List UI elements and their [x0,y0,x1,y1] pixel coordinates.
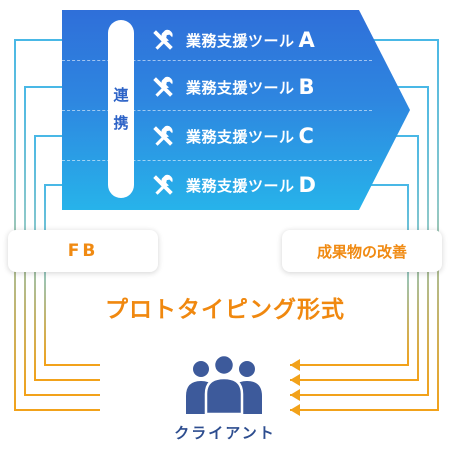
client-label: クライアント [174,424,276,442]
integration-char: 連 [113,86,129,104]
tools-icon [153,125,173,146]
row-divider [62,110,372,111]
feedback-box: FB [8,230,158,272]
integration-label: 連 携 [108,20,134,198]
people-group-icon [186,353,262,414]
tool-letter: B [298,75,315,99]
arrowhead-icon [290,389,300,401]
tool-letter: C [298,124,314,148]
row-divider [62,60,372,61]
tool-row-b: 業務支援ツール B [150,71,315,103]
improvement-box: 成果物の改善 [282,230,442,272]
tool-label: 業務支援ツール [186,127,295,146]
tool-row-d: 業務支援ツール D [150,169,316,201]
tool-row-c: 業務支援ツール C [150,120,314,152]
feedback-line-d [44,184,100,366]
arrowhead-icon [290,374,300,386]
client-arrowheads [290,359,300,416]
tool-label: 業務支援ツール [186,31,295,50]
improvement-line-d [290,184,409,366]
tools-icon [153,174,173,195]
arrowhead-icon [290,404,300,416]
tools-icon [153,29,173,50]
tool-letter: D [298,173,316,197]
tool-row-a: 業務支援ツール A [150,24,315,56]
tool-letter: A [298,28,315,52]
arrowhead-icon [290,359,300,371]
tools-icon [153,76,173,97]
tool-label: 業務支援ツール [186,176,295,195]
integration-char: 携 [113,114,129,132]
feedback-line-a [14,39,100,411]
method-title: プロトタイピング形式 [105,297,345,323]
tool-label: 業務支援ツール [186,78,295,97]
row-divider [62,160,372,161]
improvement-line-a [290,39,439,411]
